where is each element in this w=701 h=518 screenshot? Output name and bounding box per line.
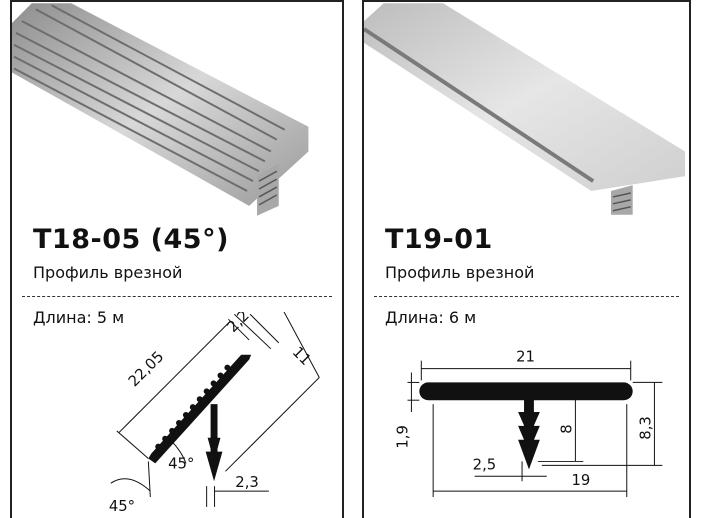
dim-flange-height: 1,9 [394,425,411,449]
product-length: Длина: 5 м [33,308,125,327]
dim-stem: 2,3 [235,474,259,491]
product-card-t18-05: T18-05 (45°) Профиль врезной Длина: 5 м [10,0,344,518]
product-photo [364,3,686,215]
dim-top-width: 21 [516,349,535,366]
product-subtitle: Профиль врезной [385,263,535,282]
dim-stem-height: 8 [558,424,575,433]
dim-stem-width: 2,5 [473,456,497,473]
dim-angle-inner: 45° [168,455,194,472]
product-card-t19-01: T19-01 Профиль врезной Длина: 6 м [362,0,691,518]
divider [22,296,332,297]
product-code: T19-01 [385,224,493,255]
technical-drawing: 22,05 2,2 11 45° 45° 2,3 [109,312,320,515]
product-subtitle: Профиль врезной [33,263,183,282]
divider [374,296,679,297]
dim-bottom-width: 19 [571,472,590,489]
dim-total-height: 8,3 [637,416,654,440]
dim-length: 22,05 [125,348,167,390]
product-photo [12,3,309,216]
dim-angle-outer: 45° [109,498,135,515]
dim-height: 11 [289,344,314,369]
product-code: T18-05 (45°) [33,224,229,255]
technical-drawing: 21 1,9 8 8,3 2,5 19 [394,349,663,498]
dim-lip: 2,2 [224,312,253,336]
product-length: Длина: 6 м [385,308,477,327]
